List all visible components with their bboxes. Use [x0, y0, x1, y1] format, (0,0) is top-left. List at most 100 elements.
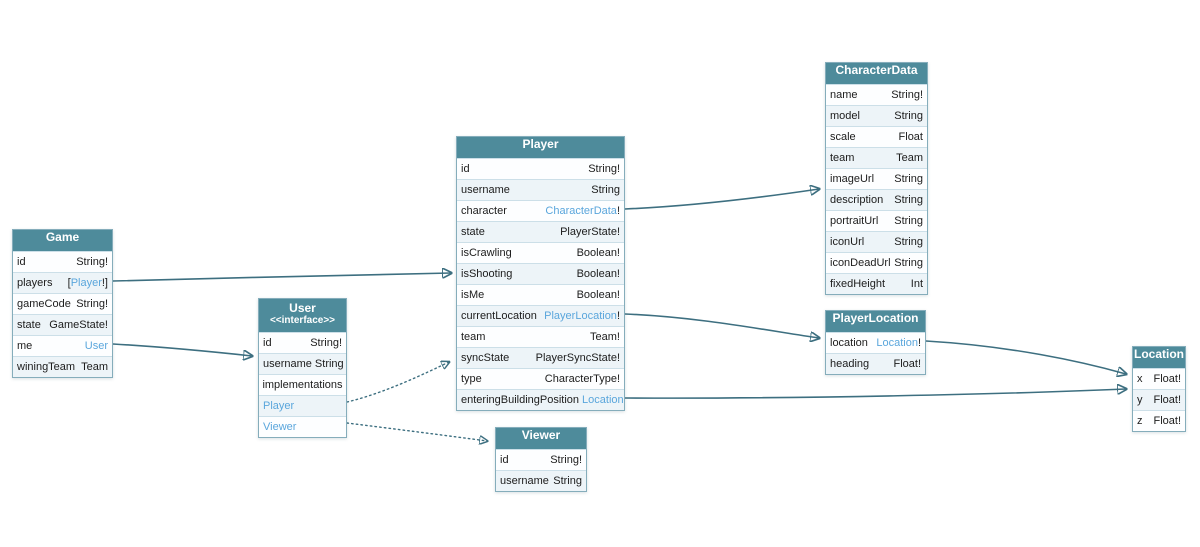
edge-playerlocation-location-to-location — [925, 340, 1126, 374]
edge-user-viewer-implementation — [346, 422, 487, 441]
field-type: String — [553, 475, 582, 487]
table-header-player[interactable]: Player — [457, 137, 624, 158]
field-name: id — [461, 163, 470, 175]
field-type: PlayerSyncState! — [535, 352, 620, 364]
table-header-viewer[interactable]: Viewer — [496, 428, 586, 449]
field-type: Int — [910, 278, 923, 290]
implementation-link-label[interactable]: Viewer — [263, 421, 297, 433]
field-type: Boolean! — [576, 268, 620, 280]
field-name: username — [500, 475, 549, 487]
type-link-playerlocation[interactable]: PlayerLocation — [544, 310, 617, 322]
field-row-id[interactable]: id String! — [457, 158, 624, 179]
field-type: String! — [76, 256, 108, 268]
field-row-team[interactable]: team Team! — [457, 326, 624, 347]
field-name: me — [17, 340, 33, 352]
field-name: state — [461, 226, 485, 238]
field-row-location[interactable]: location Location! — [826, 332, 925, 353]
type-link-location[interactable]: Location — [582, 394, 624, 406]
implementation-link-label[interactable]: Player — [263, 400, 295, 412]
field-type: String! — [76, 298, 108, 310]
implementation-link-viewer[interactable]: Viewer — [259, 416, 346, 437]
field-type: String — [894, 215, 923, 227]
field-name: location — [830, 337, 868, 349]
edge-game-me-to-user — [112, 343, 252, 356]
edge-player-currentlocation-to-playerlocation — [624, 313, 819, 338]
field-name: id — [263, 337, 272, 349]
edge-player-character-to-characterdata — [624, 189, 819, 210]
type-link-location[interactable]: Location — [876, 337, 918, 349]
field-name: isCrawling — [461, 247, 512, 259]
table-header-game[interactable]: Game — [13, 230, 112, 251]
field-type: Location! — [876, 337, 921, 349]
table-header-location[interactable]: Location — [1133, 347, 1185, 368]
field-type: [Player!] — [67, 277, 108, 289]
field-name: team — [830, 152, 855, 164]
section-row-implementations[interactable]: implementations — [259, 374, 346, 395]
field-name: team — [461, 331, 486, 343]
table-header-characterdata[interactable]: CharacterData — [826, 63, 927, 84]
field-row-character[interactable]: character CharacterData! — [457, 200, 624, 221]
field-name: currentLocation — [461, 310, 537, 322]
field-name: imageUrl — [830, 173, 875, 185]
field-type: CharacterData! — [545, 205, 620, 217]
field-row-players[interactable]: players[Player!] — [13, 272, 112, 293]
field-type: GameState! — [49, 319, 108, 331]
field-type: String! — [588, 163, 620, 175]
type-link-player[interactable]: Player — [70, 277, 102, 289]
field-name: enteringBuildingPosition — [461, 394, 580, 406]
field-type: Float! — [1153, 415, 1181, 427]
type-link-characterdata[interactable]: CharacterData — [545, 205, 617, 217]
implementation-link-player[interactable]: Player — [259, 395, 346, 416]
type-link-user[interactable]: User — [84, 340, 108, 352]
field-name: description — [830, 194, 884, 206]
table-title: CharacterData — [835, 63, 918, 77]
table-header-user[interactable]: User<<interface>> — [259, 299, 346, 332]
field-row-me[interactable]: me User — [13, 335, 112, 356]
field-type: String — [591, 184, 620, 196]
table-title: PlayerLocation — [832, 311, 919, 325]
field-type: Float! — [1153, 394, 1181, 406]
field-name: character — [461, 205, 507, 217]
field-row-username[interactable]: username String — [496, 470, 586, 491]
field-type: Team! — [590, 331, 620, 343]
table-header-playerlocation[interactable]: PlayerLocation — [826, 311, 925, 332]
